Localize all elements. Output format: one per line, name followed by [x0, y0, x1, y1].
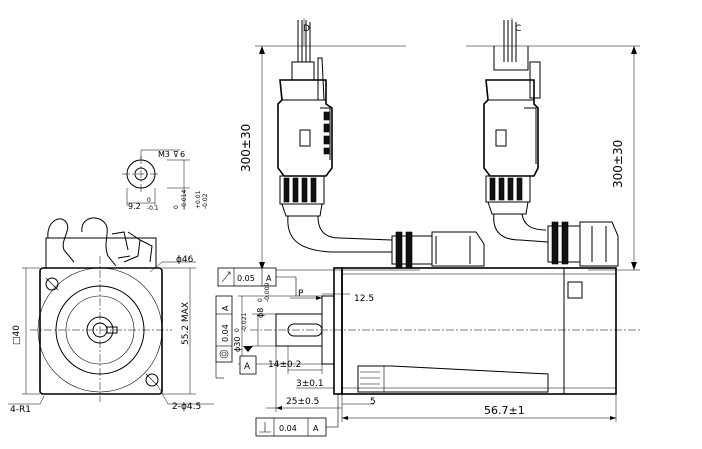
- front-view-dimensions: □40 4-R1 ϕ46 55.2 MAX 2-ϕ4.5: [8, 255, 214, 415]
- shaft-dia-label: ϕ8: [256, 308, 265, 318]
- motor-flange: [333, 267, 343, 395]
- connector-d-cable: [287, 215, 393, 253]
- datum-triangle-symbol: [243, 346, 253, 352]
- shaft-tap-label: M3: [158, 150, 170, 159]
- runout-arrow-symbol: [221, 271, 231, 283]
- shaft-length-label: 25±0.5: [286, 397, 319, 407]
- shaft-depth-label: 6: [180, 150, 185, 159]
- front-diagonal-max-label: 55.2 MAX: [181, 302, 191, 345]
- shaft-depth-symbol: ⊽: [173, 150, 179, 159]
- datum-a-box: [239, 355, 257, 375]
- shaft-tol-upper: 0: [257, 298, 264, 302]
- shaft-detail: M3 ⊽ 6 9.2 0 -0.1 0 -0.014 +0.01 -0.02: [122, 149, 209, 212]
- dim-12-5-label: 12.5: [354, 294, 374, 304]
- connector-c: C: [483, 18, 549, 243]
- shaft-key-tol-lower: -0.1: [147, 205, 159, 212]
- runout-value: 0.05: [237, 274, 255, 283]
- concentricity-symbol: [219, 349, 229, 359]
- shaft-key-tol-upper: 0: [147, 197, 151, 204]
- front-mount-hole-bottom-right: [145, 373, 159, 387]
- body-length-label: 56.7±1: [484, 404, 525, 417]
- pilot-tol-upper: 0: [234, 328, 241, 332]
- concentricity-frame: [215, 295, 233, 363]
- front-view: [30, 217, 172, 402]
- shaft-key-width-label: 9.2: [128, 202, 141, 211]
- front-bolt-circle-label: ϕ46: [176, 255, 194, 265]
- shaft-depth-tol-upper: +0.01: [195, 190, 202, 209]
- right-cable-length-label: 300±30: [611, 140, 625, 188]
- front-mount-hole-top-left: [45, 277, 59, 291]
- flange-offset-label: 5: [370, 397, 376, 407]
- motor-shaft-key: [287, 323, 323, 337]
- perp-value: 0.04: [279, 424, 297, 433]
- connector-c-label: C: [515, 24, 521, 34]
- front-square-label: □40: [12, 325, 22, 345]
- cable-dimensions: 300±30 300±30: [239, 45, 640, 271]
- shaft-width-tol-upper: 0: [173, 205, 180, 209]
- concentricity-datum: A: [221, 305, 230, 311]
- perp-datum: A: [313, 424, 319, 433]
- connector-c-cable: [493, 213, 549, 243]
- front-connector-cables: [47, 217, 131, 267]
- pilot-tol-lower: -0.021: [241, 312, 248, 332]
- perpendicularity-symbol: [259, 422, 271, 433]
- motor-body-nameplate: [357, 365, 549, 393]
- flange-thickness-label: 3±0.1: [296, 379, 324, 389]
- shaft-tol-lower: -0.009: [264, 282, 271, 302]
- section-mark-label: P: [298, 289, 304, 299]
- connector-d: D: [277, 18, 393, 253]
- connector-c-housing: [483, 79, 539, 177]
- side-view: [250, 221, 640, 395]
- datum-a-label: A: [244, 362, 251, 372]
- front-holes-label: 2-ϕ4.5: [172, 402, 201, 412]
- left-cable-length-label: 300±30: [239, 124, 253, 172]
- front-corner-radius-label: 4-R1: [10, 405, 31, 415]
- key-length-label: 14±0.2: [268, 360, 301, 370]
- pilot-dia-label: ϕ30: [233, 337, 242, 352]
- shaft-width-tol-lower: -0.014: [181, 189, 188, 209]
- shaft-depth-tol-lower: -0.02: [202, 193, 209, 209]
- motor-body: [341, 267, 617, 395]
- concentricity-value: 0.04: [221, 324, 230, 342]
- runout-datum: A: [266, 274, 272, 283]
- front-connector-cable-ends: [123, 231, 153, 263]
- side-view-dimensions: 0.05 A A 0.04 ϕ30 0 -0.021 ϕ8 0 -0.009 A: [215, 267, 617, 437]
- connector-d-housing: [277, 79, 333, 177]
